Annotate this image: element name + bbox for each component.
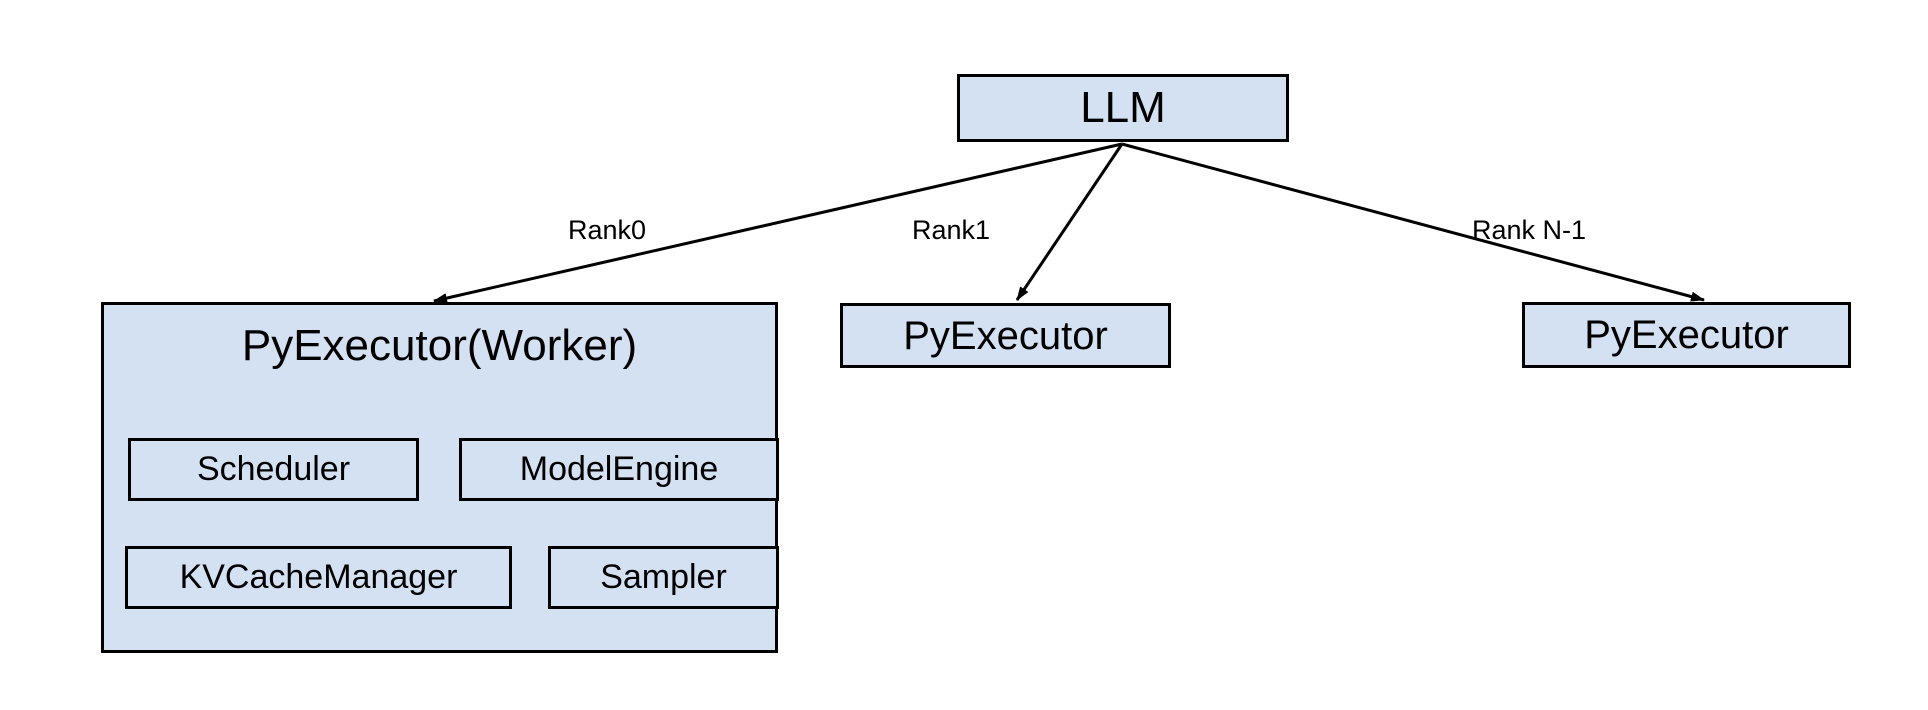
edge-label-rank1: Rank1 (912, 215, 991, 245)
node-model-engine[interactable]: ModelEngine (459, 438, 779, 501)
edge-rank0 (433, 142, 1123, 303)
edge-rank-n-1 (1121, 142, 1705, 302)
node-kv-cache-manager[interactable]: KVCacheManager (125, 546, 512, 609)
node-pyexecutor-worker-title: PyExecutor(Worker) (241, 321, 638, 370)
edge-label-rank-n-1: Rank N-1 (1472, 215, 1587, 245)
node-pyexecutor-rank-n-1[interactable]: PyExecutor (1522, 302, 1851, 368)
node-llm[interactable]: LLM (957, 74, 1289, 142)
node-pyexecutor-rank1[interactable]: PyExecutor (840, 303, 1171, 368)
node-pyexecutor-worker[interactable]: PyExecutor(Worker) Scheduler ModelEngine… (101, 302, 779, 653)
edge-label-rank0: Rank0 (568, 215, 647, 245)
node-sampler[interactable]: Sampler (548, 546, 779, 609)
edge-rank1 (1015, 143, 1124, 301)
node-scheduler[interactable]: Scheduler (128, 438, 419, 501)
